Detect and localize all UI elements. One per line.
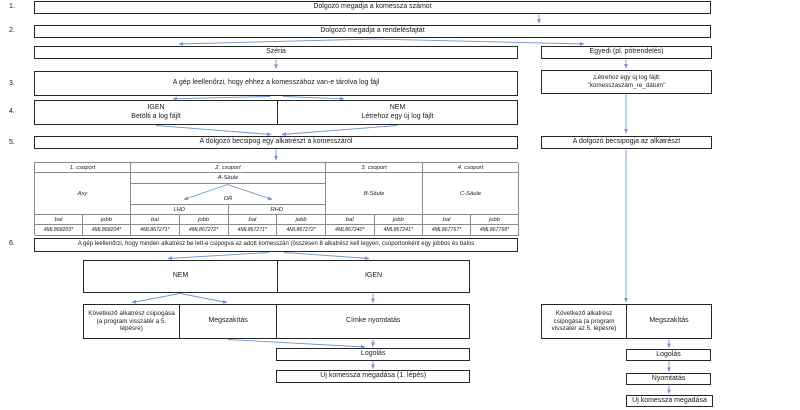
decision-nem-label: NEM bbox=[172, 272, 189, 280]
log-decision-box: IGEN Betölti a log fájlt NEM Létrehoz eg… bbox=[34, 100, 518, 125]
next-part-right-cell: Következő alkatrész csipogása (a program… bbox=[542, 305, 627, 338]
group1-part: Axy bbox=[35, 173, 131, 215]
group1-header: 1. csoport bbox=[35, 163, 131, 173]
step1-box: Dolgozó megadja a komessza számot bbox=[34, 1, 711, 14]
check-complete-box: A gép leellenőrzi, hogy minden alkatrész… bbox=[34, 238, 518, 252]
next-part-left-box: Következő alkatrész csipogása (a program… bbox=[83, 304, 180, 339]
szeria-box: Széria bbox=[34, 46, 518, 59]
part-number: 4ML868204* bbox=[83, 225, 131, 236]
part-number: 4ML867768* bbox=[471, 225, 519, 236]
igen-action: Betölti a log fájlt bbox=[131, 112, 181, 120]
create-log-line1: ,Létrehoz egy új log fájlt: bbox=[592, 74, 661, 82]
or-cell: OR bbox=[131, 184, 326, 205]
part-number: 4ML867241* bbox=[374, 225, 423, 236]
nem-action: Létrehoz egy új log fájlt bbox=[361, 112, 434, 120]
side-label: bal bbox=[35, 215, 83, 225]
part-number: 4ML867272* bbox=[277, 225, 326, 236]
group4-part: C-Säule bbox=[423, 173, 519, 215]
step-number-5: 5. bbox=[9, 139, 15, 146]
step-number-4: 4. bbox=[9, 108, 15, 115]
step2-box: Dolgozó megadja a rendelésfajtát bbox=[34, 25, 711, 38]
parts-table: 1. csoport 2. csoport 3. csoport 4. csop… bbox=[34, 162, 519, 236]
side-label: bal bbox=[131, 215, 180, 225]
egyedi-box: Egyedi (pl. pótrendelés) bbox=[541, 46, 712, 59]
next-part-right-label: Következő alkatrész csipogása (a program… bbox=[551, 309, 617, 333]
abort-left-box: Megszakítás bbox=[178, 304, 278, 339]
side-label: jobb bbox=[179, 215, 229, 225]
log-left-box: Logolás bbox=[276, 348, 471, 361]
abort-right-cell: Megszakítás bbox=[627, 305, 711, 338]
step-number-2: 2. bbox=[9, 27, 15, 34]
decision-nem-cell: NEM bbox=[84, 261, 278, 292]
part-number: 4ML867271* bbox=[228, 225, 278, 236]
igen-cell: IGEN Betölti a log fájlt bbox=[35, 101, 278, 124]
decision-igen-cell: IGEN bbox=[278, 261, 469, 292]
side-label: bal bbox=[423, 215, 471, 225]
side-label: jobb bbox=[374, 215, 423, 225]
group2-part: A-Säule bbox=[131, 173, 326, 184]
side-label: bal bbox=[326, 215, 375, 225]
decision-igen-label: IGEN bbox=[364, 272, 383, 280]
new-komessza-right-box: Új komessza megadása bbox=[626, 395, 713, 407]
side-label: jobb bbox=[277, 215, 326, 225]
print-box: Nyomtatás bbox=[626, 373, 711, 385]
abort-right-label: Megszakítás bbox=[649, 317, 689, 325]
group3-header: 3. csoport bbox=[326, 163, 423, 173]
scan-part-box: A dolgozó becsipog egy alkatrészt a kome… bbox=[34, 136, 518, 149]
part-number: 4ML867240* bbox=[326, 225, 375, 236]
step-number-6: 6. bbox=[9, 240, 15, 247]
group3-part: B-Säule bbox=[326, 173, 423, 215]
variant-lhd: LHD bbox=[131, 205, 229, 215]
right-action-box: Következő alkatrész csipogása (a program… bbox=[541, 304, 712, 339]
variant-rhd: RHD bbox=[228, 205, 326, 215]
part-number: 4ML867271* bbox=[131, 225, 180, 236]
side-label: jobb bbox=[471, 215, 519, 225]
part-number: 4ML867272* bbox=[179, 225, 229, 236]
step-number-3: 3. bbox=[9, 80, 15, 87]
nem-label: NEM bbox=[389, 103, 406, 111]
group2-header: 2. csoport bbox=[131, 163, 326, 173]
part-number: 4ML868203* bbox=[35, 225, 83, 236]
side-label: bal bbox=[228, 215, 278, 225]
nem-cell: NEM Létrehoz egy új log fájlt bbox=[278, 101, 517, 124]
check-log-box: A gép leellenőrzi, hogy ehhez a komesszá… bbox=[34, 71, 518, 96]
log-right-box: Logolás bbox=[626, 349, 711, 361]
side-label: jobb bbox=[83, 215, 131, 225]
scan-part-right-box: A dolgozó becsipogja az alkatrészt bbox=[541, 136, 712, 149]
step-number-1: 1. bbox=[9, 3, 15, 10]
part-number: 4ML867767* bbox=[423, 225, 471, 236]
new-komessza-left-box: Új komessza megadása (1. lépés) bbox=[276, 370, 471, 383]
igen-label: IGEN bbox=[147, 103, 165, 111]
label-print-box: Címke nyomtatás bbox=[276, 304, 471, 339]
create-log-box: ,Létrehoz egy új log fájlt: "komesszaszá… bbox=[541, 70, 712, 94]
complete-decision-box: NEM IGEN bbox=[83, 260, 470, 293]
create-log-line2: "komesszaszám_re_dátum" bbox=[587, 82, 666, 89]
group4-header: 4. csoport bbox=[423, 163, 519, 173]
